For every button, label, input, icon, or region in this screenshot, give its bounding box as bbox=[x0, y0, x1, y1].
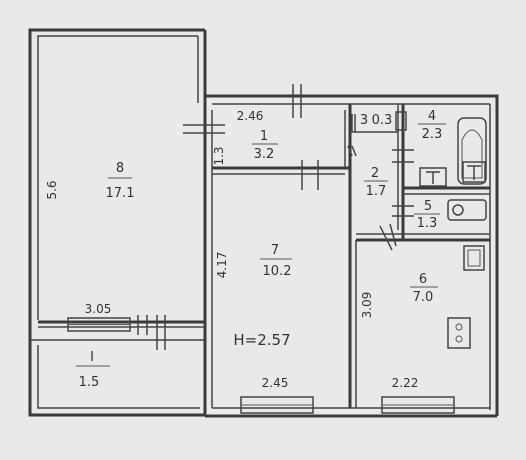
room-8-area: 17.1 bbox=[106, 186, 135, 201]
room-3-number: 3 bbox=[360, 113, 368, 128]
room-8-number: 8 bbox=[116, 161, 124, 176]
dim-2-22: 2.22 bbox=[392, 376, 419, 390]
inner-walls bbox=[38, 96, 490, 416]
dim-5-6: 5.6 bbox=[45, 180, 59, 199]
room-7-area: 10.2 bbox=[263, 264, 292, 279]
room-6-area: 7.0 bbox=[413, 290, 434, 305]
room-4-number: 4 bbox=[428, 109, 436, 124]
dim-2-45: 2.45 bbox=[262, 376, 289, 390]
door-marks bbox=[137, 84, 414, 350]
room-5-number: 5 bbox=[424, 199, 432, 214]
windows bbox=[67, 317, 455, 414]
toilet-icon bbox=[447, 199, 487, 221]
room-I-area: 1.5 bbox=[79, 375, 100, 390]
room-5-area: 1.3 bbox=[417, 216, 438, 231]
dim-1-3: 1.3 bbox=[212, 146, 226, 165]
room-1-area: 3.2 bbox=[254, 147, 275, 162]
dim-3-09: 3.09 bbox=[360, 292, 374, 319]
dimension-labels: 5.6 2.46 1.3 4.17 3.05 3.09 2.45 2.22 H=… bbox=[45, 109, 418, 390]
stove-icon bbox=[447, 317, 471, 349]
dim-3-05: 3.05 bbox=[85, 302, 112, 316]
room-7-number: 7 bbox=[271, 243, 279, 258]
washbasin-icon bbox=[462, 161, 486, 183]
room-1-number: 1 bbox=[260, 129, 268, 144]
room-3-area: 0.3 bbox=[372, 113, 393, 128]
bathtub-icon bbox=[457, 117, 487, 185]
room-2-number: 2 bbox=[371, 166, 379, 181]
room-4-area: 2.3 bbox=[422, 127, 443, 142]
fixtures bbox=[395, 111, 487, 349]
dim-4-17: 4.17 bbox=[215, 252, 229, 279]
kitchen-sink-icon bbox=[463, 245, 485, 271]
room-I-number: I bbox=[90, 350, 94, 365]
room-2-area: 1.7 bbox=[366, 184, 387, 199]
dim-2-46: 2.46 bbox=[237, 109, 264, 123]
sink-icon bbox=[419, 167, 447, 187]
room-labels: 8 17.1 1 3.2 3 0.3 4 2.3 2 1.7 5 1.3 7 1… bbox=[76, 109, 446, 390]
vent-icon bbox=[395, 111, 407, 131]
ceiling-height: H=2.57 bbox=[233, 331, 290, 349]
room-6-number: 6 bbox=[419, 272, 427, 287]
